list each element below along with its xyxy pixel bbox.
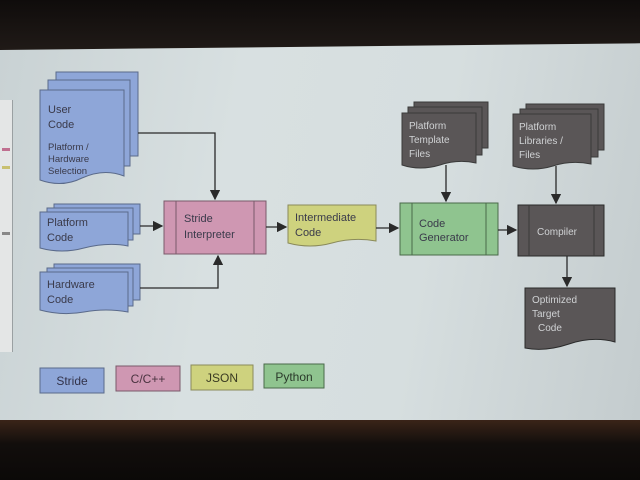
label: Files xyxy=(519,150,540,161)
side-mark xyxy=(2,232,10,235)
label: Code xyxy=(295,227,321,239)
node-intermediate-code: Intermediate Code xyxy=(287,204,377,247)
label: Code xyxy=(47,232,73,244)
node-hardware-code: Hardware Code xyxy=(39,263,141,315)
legend-label: Python xyxy=(275,370,312,384)
label: Stride xyxy=(184,213,213,225)
label: Libraries / xyxy=(519,136,563,147)
label: Code xyxy=(48,119,74,131)
legend: Stride C/C++ JSON Python xyxy=(39,363,325,394)
label: Optimized xyxy=(532,295,577,306)
label: Template xyxy=(409,135,450,146)
label: Selection xyxy=(48,166,87,177)
projector-room-top xyxy=(0,0,640,50)
node-code-generator: Code Generator xyxy=(399,202,499,256)
label: Platform xyxy=(409,121,446,132)
label: Hardware xyxy=(48,154,89,165)
legend-item-cpp: C/C++ xyxy=(115,365,181,392)
edge-user-to-interpreter xyxy=(138,132,221,201)
label: Code xyxy=(419,218,445,230)
label: Code xyxy=(538,323,562,334)
node-platform-template-files: Platform Template Files xyxy=(401,101,489,169)
legend-item-python: Python xyxy=(263,363,325,389)
node-platform-code: Platform Code xyxy=(39,203,141,252)
label: Platform / xyxy=(48,142,89,153)
node-platform-libraries-files: Platform Libraries / Files xyxy=(512,103,605,170)
label: Hardware xyxy=(47,279,95,291)
legend-label: C/C++ xyxy=(131,372,166,386)
label: Files xyxy=(409,149,430,160)
node-user-code: User Code Platform / Hardware Selection xyxy=(39,71,139,184)
label: Generator xyxy=(419,232,469,244)
label: User xyxy=(48,104,72,116)
side-panel-partial xyxy=(0,100,13,352)
node-compiler: Compiler xyxy=(517,204,605,257)
label: Platform xyxy=(47,217,88,229)
label: Platform xyxy=(519,122,556,133)
edge-hardware-to-interpreter xyxy=(140,254,224,289)
node-stride-interpreter: Stride Interpreter xyxy=(163,200,267,255)
node-optimized-target-code: Optimized Target Code xyxy=(524,287,616,350)
projector-room-bottom xyxy=(0,420,640,480)
legend-item-stride: Stride xyxy=(39,367,105,394)
label: Target xyxy=(532,309,560,320)
legend-item-json: JSON xyxy=(190,364,254,391)
label: Intermediate xyxy=(295,212,356,224)
label: Code xyxy=(47,294,73,306)
legend-label: JSON xyxy=(206,371,238,385)
legend-label: Stride xyxy=(56,374,88,388)
side-mark xyxy=(2,166,10,169)
label: Compiler xyxy=(537,227,578,238)
side-mark xyxy=(2,148,10,151)
label: Interpreter xyxy=(184,229,235,241)
